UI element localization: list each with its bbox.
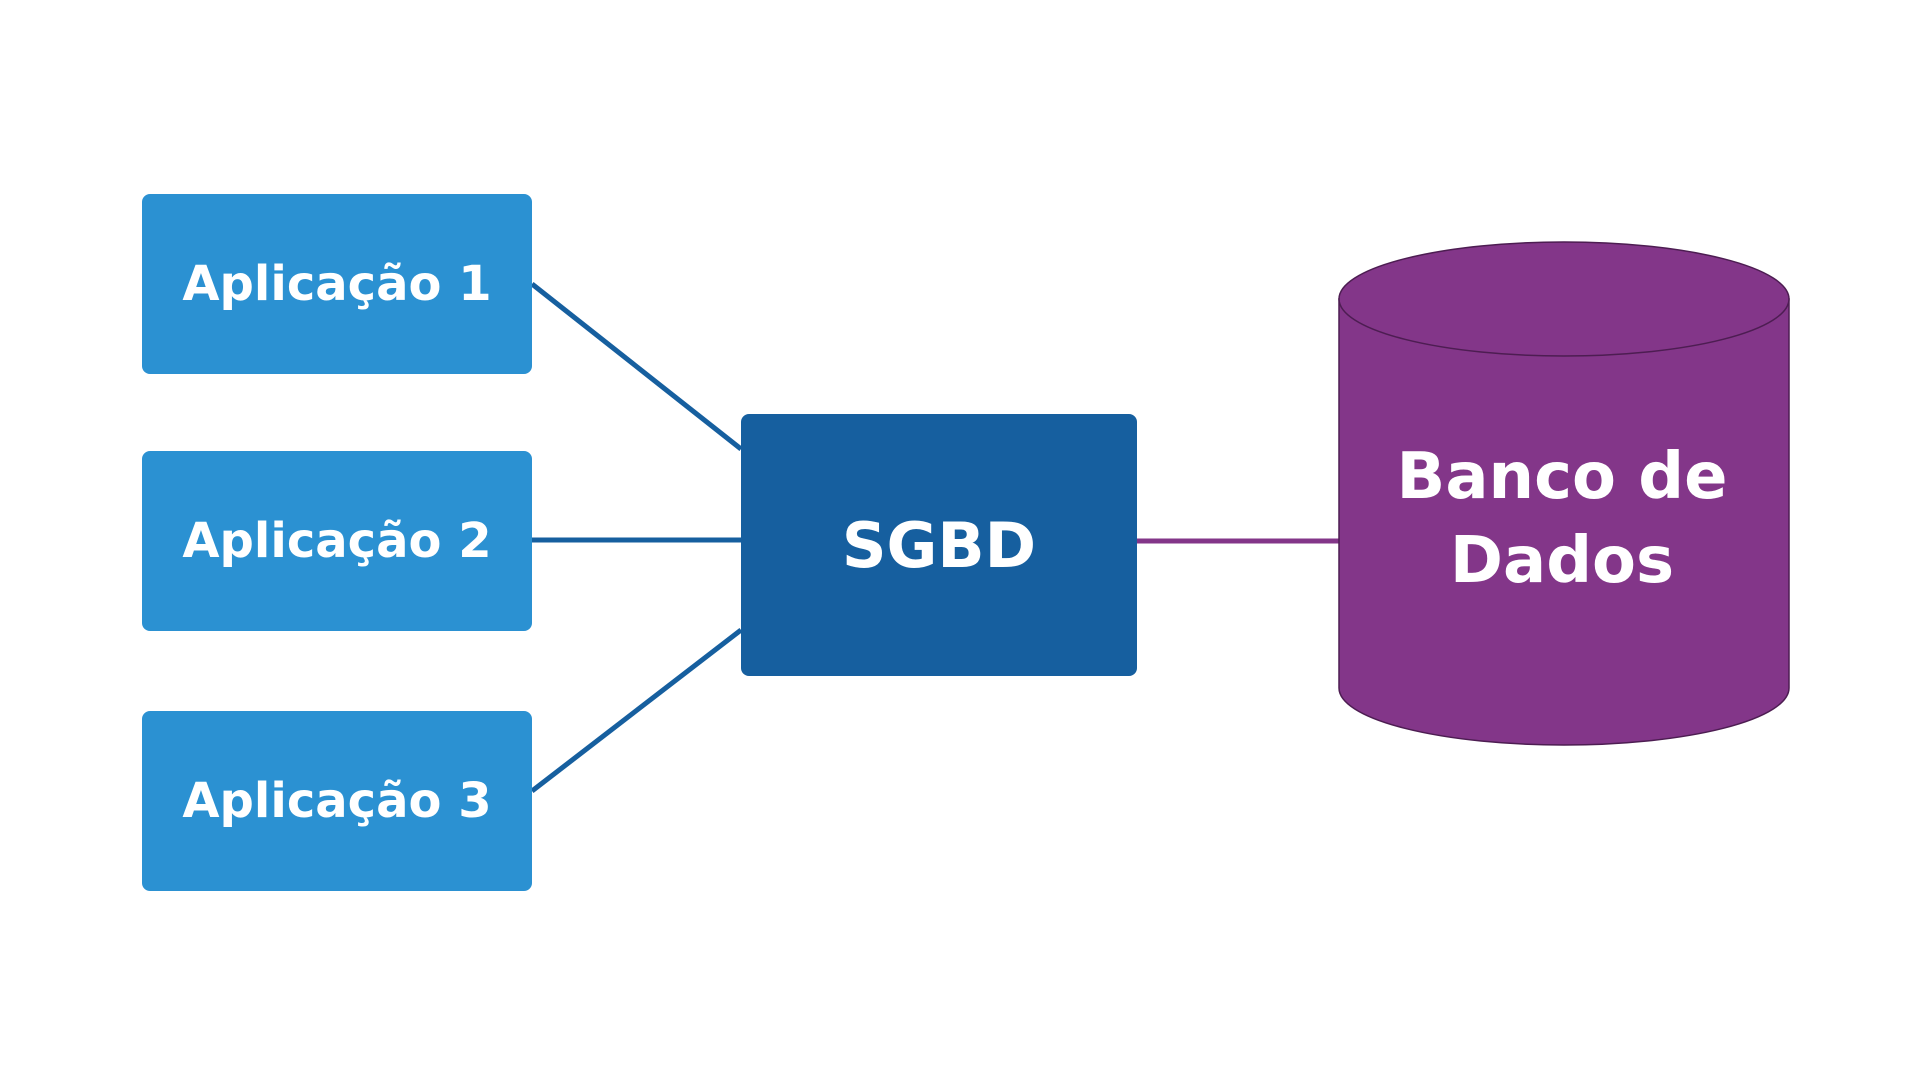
sgbd-label: SGBD <box>841 508 1037 582</box>
connector-app1-sgbd <box>530 282 743 451</box>
database-cylinder-top <box>1338 241 1790 357</box>
database-label-line-1: Banco de <box>1396 440 1728 514</box>
sgbd-box: SGBD <box>741 414 1137 676</box>
application-2-box: Aplicação 2 <box>142 451 532 631</box>
connector-app3-sgbd <box>530 628 743 793</box>
database-cylinder <box>1338 241 1790 746</box>
database-label: Banco de Dados <box>1337 435 1787 603</box>
application-3-box: Aplicação 3 <box>142 711 532 891</box>
application-1-box: Aplicação 1 <box>142 194 532 374</box>
application-3-label: Aplicação 3 <box>182 773 492 829</box>
application-2-label: Aplicação 2 <box>182 513 492 569</box>
application-1-label: Aplicação 1 <box>182 256 492 312</box>
database-label-line-2: Dados <box>1449 524 1675 598</box>
database-cylinder-body <box>1338 298 1790 746</box>
